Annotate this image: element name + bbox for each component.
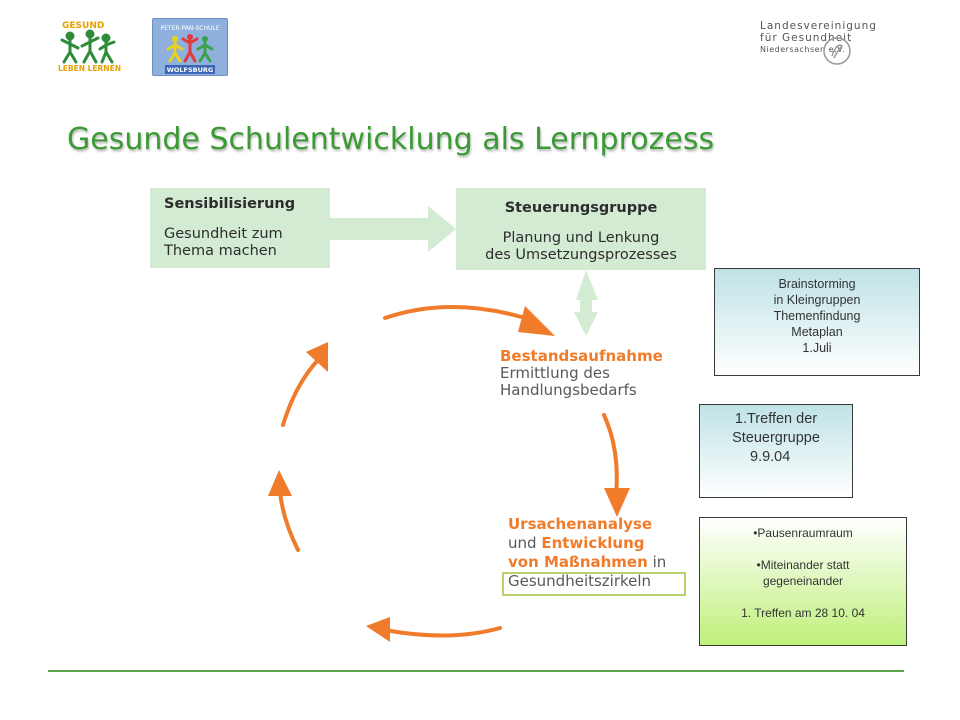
arrowhead-right [604, 488, 630, 517]
note3-bullet2: •Miteinander statt [756, 558, 850, 572]
logo-left-top-text: GESUND [62, 21, 104, 31]
note3-bullet2-cont: gegeneinander [762, 574, 844, 588]
note3-bullet1-text: Pausenraumraum [757, 526, 853, 540]
lvg-line3: Niedersachsen e.V. [760, 45, 846, 54]
arrowhead-bottom [366, 617, 390, 642]
gesund-leben-lernen-logo: GESUND LEBEN LERNEN [58, 21, 121, 73]
gesundheitszirkeln-highlight-box [502, 572, 686, 596]
arc-top [383, 305, 527, 320]
arc-left-upper [281, 358, 320, 427]
note-pausenraum: •Pausenraumraum •Miteinander statt gegen… [699, 517, 907, 646]
note3-bullet2-text: Miteinander statt [760, 558, 850, 572]
entwicklung-word: Entwicklung [541, 534, 645, 552]
note1-line1: Brainstorming [778, 277, 856, 291]
steuerungsgruppe-box: Steuerungsgruppe Planung und Lenkung des… [456, 188, 706, 270]
note1-line5: 1.Juli [802, 341, 832, 355]
und-word: und [508, 534, 537, 552]
logo-mid-top-text: PETER-PAN-SCHULE [161, 25, 220, 32]
logo-mid-bottom-text: WOLFSBURG [167, 66, 214, 74]
logo-left-bottom-text: LEBEN LERNEN [58, 64, 121, 73]
note1-line4: Metaplan [791, 325, 843, 339]
arrowhead-top [518, 306, 555, 336]
in-word: in [652, 553, 667, 571]
steuerungsgruppe-text: Planung und Lenkung des Umsetzungsprozes… [456, 230, 706, 264]
note3-footer: 1. Treffen am 28 10. 04 [741, 606, 865, 620]
peter-pan-logo-art: PETER-PAN-SCHULE WOLFSBURG [161, 25, 220, 74]
steuerungsgruppe-line2: des Umsetzungsprozesses [485, 247, 677, 263]
ursachenanalyse-word: Ursachenanalyse [508, 515, 652, 533]
note-treffen-steuergruppe: 1.Treffen der Steuergruppe 9.9.04 [699, 404, 853, 498]
arrow-steu-to-bestand [574, 270, 598, 336]
note3-bullet1: •Pausenraumraum [753, 526, 853, 540]
arc-bottom [383, 626, 502, 638]
massnahmen-word: von Maßnahmen [508, 553, 648, 571]
lvg-line1: Landesvereinigung [760, 20, 877, 32]
note1-line2: in Kleingruppen [773, 293, 861, 307]
note1-line3: Themenfindung [773, 309, 861, 323]
sensibilisierung-box: Sensibilisierung Gesundheit zum Thema ma… [150, 188, 330, 268]
sensibilisierung-line2: Thema machen [164, 243, 277, 259]
page-title: Gesunde Schulentwicklung als Lernprozess [67, 122, 715, 157]
bestandsaufnahme-line1: Ermittlung des [500, 364, 610, 382]
peter-pan-schule-logo: PETER-PAN-SCHULE WOLFSBURG [152, 18, 228, 76]
bestandsaufnahme-title: Bestandsaufnahme [500, 347, 663, 365]
bestandsaufnahme-line2: Handlungsbedarfs [500, 381, 637, 399]
arc-left-lower [278, 490, 300, 552]
arrowhead-left-upper [306, 342, 328, 372]
note2-line2: Steuergruppe [732, 430, 820, 446]
note-brainstorming: Brainstorming in Kleingruppen Themenfind… [714, 268, 920, 376]
arrowhead-left-lower [268, 470, 292, 496]
arc-right [602, 413, 619, 497]
ursachenanalyse-stage: Ursachenanalyse und Entwicklung von Maßn… [508, 515, 708, 591]
note2-line1: 1.Treffen der [734, 411, 818, 427]
bestandsaufnahme-stage: Bestandsaufnahme Ermittlung des Handlung… [500, 347, 700, 399]
sensibilisierung-title: Sensibilisierung [164, 196, 296, 212]
note2-line3: 9.9.04 [750, 449, 791, 465]
sensibilisierung-line1: Gesundheit zum [164, 226, 283, 242]
arrow-sens-to-steu [330, 206, 456, 252]
steuerungsgruppe-title: Steuerungsgruppe [504, 200, 658, 216]
sensibilisierung-text: Gesundheit zum Thema machen [164, 226, 329, 260]
lvg-emblem-icon [823, 37, 851, 65]
footer-divider [48, 670, 904, 672]
steuerungsgruppe-line1: Planung und Lenkung [502, 230, 660, 246]
gesundheitszirkeln-word: Gesundheitszirkeln [508, 572, 652, 590]
